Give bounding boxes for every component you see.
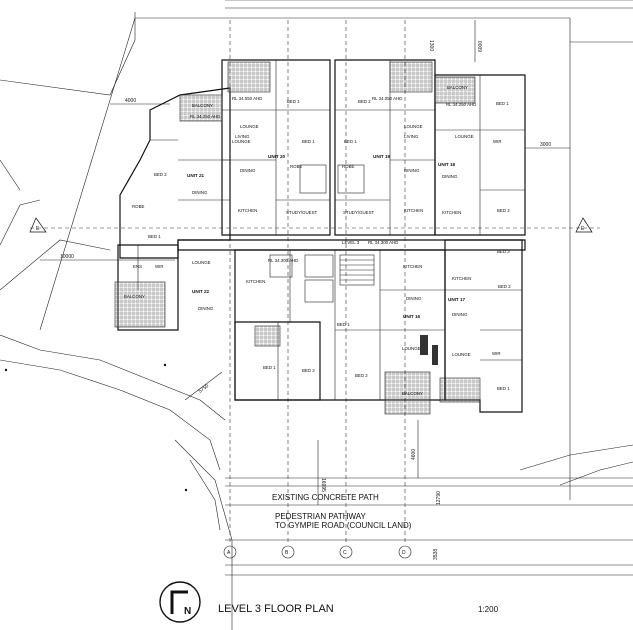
drawing-title: LEVEL 3 FLOOR PLAN: [218, 603, 334, 615]
unit-label-21: UNIT 21: [187, 173, 205, 178]
room-balcony-21: BALCONY: [192, 103, 213, 108]
dimension-4000: 4000: [125, 98, 136, 104]
dimension-3000: 3000: [540, 142, 551, 148]
dimension-10000: 10000: [60, 254, 74, 260]
room-wir-18: WIR: [493, 139, 502, 144]
room-bed1-20b: BED 1: [302, 139, 315, 144]
unit-labels: UNIT 20 UNIT 19 UNIT 18 UNIT 21 UNIT 22 …: [187, 154, 466, 319]
drawing-scale: 1:200: [478, 605, 499, 614]
room-bed1-17: BED 1: [497, 386, 510, 391]
balconies: [114, 61, 481, 415]
room-dining-22: DINING: [198, 306, 214, 311]
room-living-20: LIVING: [235, 134, 250, 139]
room-study-20: STUDY/GUEST: [286, 210, 318, 215]
room-bed2-19: BED 2: [358, 99, 371, 104]
room-kitchen-17: KITCHEN: [452, 276, 471, 281]
room-kitchen-16: KITCHEN: [403, 264, 422, 269]
section-marker-left: E: [36, 226, 40, 232]
unit-label-20: UNIT 20: [268, 154, 286, 159]
grid-marker-a: A: [227, 550, 231, 556]
room-labels: BALCONY BALCONY BALCONY BALCONY LOUNGE L…: [124, 85, 511, 396]
grid-marker-c: C: [343, 550, 347, 556]
room-kitchen-22: KITCHEN: [246, 279, 265, 284]
unit-label-16: UNIT 16: [403, 314, 421, 319]
room-dining-21: DINING: [192, 190, 208, 195]
room-lounge-20: LOUNGE: [240, 124, 259, 129]
room-bed1-20: BED 1: [287, 99, 300, 104]
room-kitchen-18: KITCHEN: [442, 210, 461, 215]
room-bed2-18: BED 2: [497, 208, 510, 213]
dimension-3538: 3538: [433, 549, 439, 560]
room-bed1-19: BED 1: [344, 139, 357, 144]
rl-tag-19: RL 34.050 AHD: [372, 96, 402, 101]
room-kitchen-20: KITCHEN: [238, 208, 257, 213]
room-balcony-22: BALCONY: [124, 294, 145, 299]
dimension-6000: 6000: [478, 41, 484, 52]
room-study-19: STUDY/GUEST: [343, 210, 375, 215]
section-marker-right: E: [581, 226, 585, 232]
rl-tag-20: RL 34.050 AHD: [232, 96, 262, 101]
dimension-4600: 4600: [411, 449, 417, 460]
room-ens-22: ENS: [133, 264, 142, 269]
room-bed2-22: BED 2: [302, 368, 315, 373]
room-lounge-18: LOUNGE: [455, 134, 474, 139]
room-bed2-17: BED 2: [498, 284, 511, 289]
rl-tag-21: RL 34.250 AHD: [190, 114, 220, 119]
dimension-5750: 5750: [198, 383, 211, 395]
section-line-e: E E: [29, 217, 600, 233]
room-balcony-16: BALCONY: [402, 391, 423, 396]
title-block: N LEVEL 3 FLOOR PLAN 1:200: [159, 581, 499, 623]
room-bed1-21: BED 1: [148, 234, 161, 239]
unit-label-19: UNIT 19: [373, 154, 391, 159]
north-arrow-letter: N: [184, 606, 191, 617]
grid-marker-d: D: [402, 550, 406, 556]
room-dining-18: DINING: [442, 174, 458, 179]
room-bed3-17: BED 3: [497, 249, 510, 254]
room-dining-19: DINING: [404, 168, 420, 173]
dimension-16995: 16995: [320, 478, 326, 492]
pedestrian-pathway-line2: TO GYMPIE ROAD (COUNCIL LAND): [275, 521, 412, 530]
room-robe-21: ROBE: [132, 204, 145, 209]
room-robe-20: ROBE: [290, 164, 303, 169]
room-lounge-16: LOUNGE: [402, 346, 421, 351]
room-balcony-18: BALCONY: [447, 85, 468, 90]
room-robe-19: ROBE: [342, 164, 355, 169]
building-walls: [117, 59, 526, 413]
unit-label-22: UNIT 22: [192, 289, 210, 294]
dimension-12790: 12790: [436, 491, 442, 505]
site-labels: EXISTING CONCRETE PATH PEDESTRIAN PATHWA…: [272, 493, 412, 530]
stairs-and-services: [269, 164, 438, 365]
north-arrow-icon: [159, 581, 201, 623]
room-living-19: LIVING: [404, 134, 419, 139]
level-label: LEVEL 3: [342, 240, 360, 245]
room-dining-20: DINING: [240, 168, 256, 173]
room-lounge-19: LOUNGE: [404, 124, 423, 129]
level-rl: RL 34.300 AHD: [368, 240, 398, 245]
pedestrian-pathway-line1: PEDESTRIAN PATHWAY: [275, 512, 366, 521]
dimension-lines: 4000 10000 3000 6000 1300 5750 4600 1699…: [40, 20, 570, 560]
unit-label-18: UNIT 18: [438, 162, 456, 167]
room-bed2-16: BED 2: [355, 373, 368, 378]
room-bed1-18: BED 1: [496, 101, 509, 106]
room-lounge-22: LOUNGE: [192, 260, 211, 265]
rl-tags: RL 34.250 AHD RL 34.050 AHD RL 34.250 AH…: [190, 96, 476, 263]
room-kitchen-19: KITCHEN: [404, 208, 423, 213]
rl-tag-18: RL 34.250 AHD: [446, 102, 476, 107]
room-dining-16: DINING: [406, 296, 422, 301]
room-dining-17: DINING: [452, 312, 468, 317]
grid-marker-b: B: [285, 550, 289, 556]
room-wir-17: WIR: [492, 351, 501, 356]
dimension-1300: 1300: [428, 40, 434, 51]
room-lounge-21: LOUNGE: [232, 139, 251, 144]
room-wir-22: WIR: [155, 264, 164, 269]
room-bed2-21: BED 2: [154, 172, 167, 177]
unit-label-17: UNIT 17: [448, 297, 466, 302]
room-bed1-16: BED 1: [337, 322, 350, 327]
rl-tag-corridor: RL 34.300 AHD: [268, 258, 298, 263]
room-bed1-22: BED 1: [263, 365, 276, 370]
room-lounge-17: LOUNGE: [452, 352, 471, 357]
existing-path-label: EXISTING CONCRETE PATH: [272, 493, 379, 502]
